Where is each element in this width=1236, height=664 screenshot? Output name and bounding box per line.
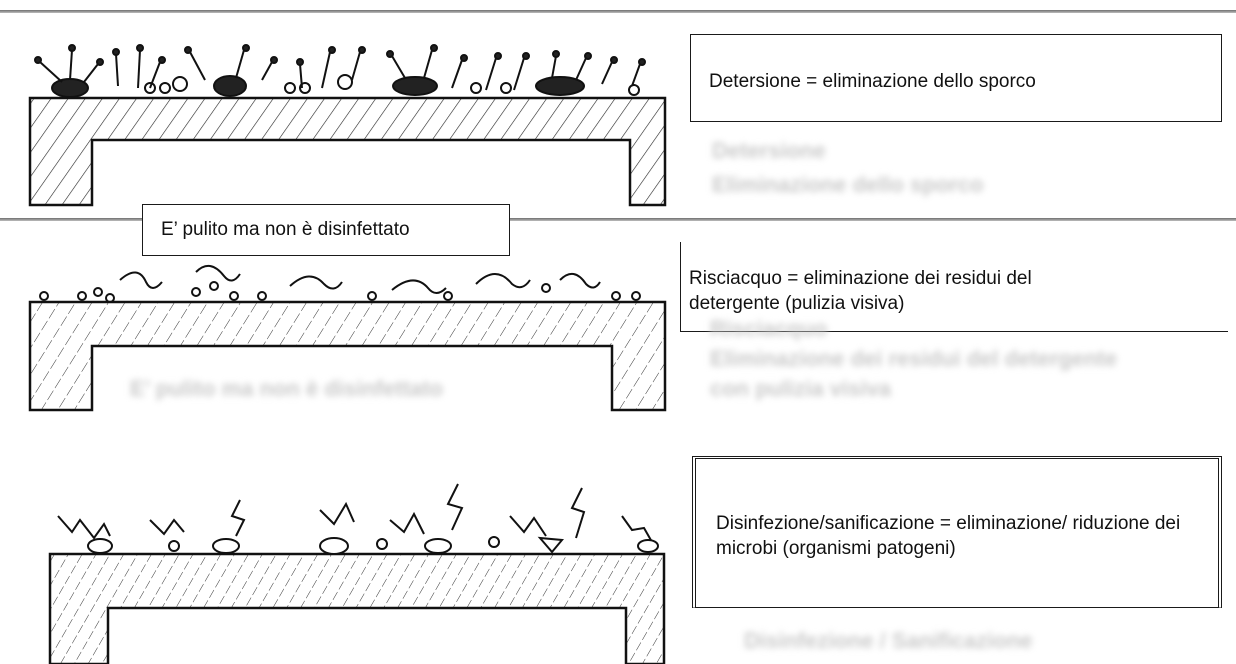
- faded-caption-detersione-1: Detersione: [712, 138, 826, 163]
- faded-caption-detersione-2: Eliminazione dello sporco: [712, 172, 984, 197]
- caption-box-risciacquo: Risciacquo = eliminazione dei residui de…: [680, 242, 1228, 332]
- disinfection-lightning: [57, 483, 653, 543]
- microbes: [87, 536, 659, 555]
- grease-bubbles: [144, 74, 640, 96]
- faded-note: E’ pulito ma non è disinfettato: [130, 376, 443, 401]
- caption-detersione: Detersione = eliminazione dello sporco: [709, 71, 1036, 92]
- caption-disinfezione: Disinfezione/sanificazione = eliminazion…: [716, 513, 1181, 559]
- faded-caption-risciacquo-3: con pulizia visiva: [710, 376, 891, 401]
- faded-caption-risciacquo-1: Risciacquo: [710, 316, 828, 341]
- note-box: E’ pulito ma non è disinfettato: [142, 204, 510, 256]
- surface-slab-disinfected: [48, 552, 666, 664]
- surface-rinsed-drawing: [28, 265, 667, 412]
- caption-box-disinfezione: Disinfezione/sanificazione = eliminazion…: [692, 456, 1222, 608]
- surface-dirty-drawing: [28, 44, 667, 207]
- middle-divider: [0, 218, 1236, 221]
- faded-caption-disinfezione: Disinfezione / Sanificazione: [744, 628, 1033, 653]
- top-divider: [0, 10, 1236, 13]
- rinse-residues: [39, 265, 641, 303]
- faded-caption-risciacquo-2: Eliminazione dei residui del detergente: [710, 346, 1118, 371]
- surface-disinfected-drawing: [48, 483, 666, 664]
- surface-slab-rinsed: [28, 300, 667, 412]
- dirt-particles: [34, 44, 646, 98]
- note-text: E’ pulito ma non è disinfettato: [161, 219, 410, 240]
- caption-box-detersione: Detersione = eliminazione dello sporco: [690, 34, 1222, 122]
- surface-slab: [28, 96, 667, 207]
- caption-risciacquo: Risciacquo = eliminazione dei residui de…: [689, 268, 1032, 314]
